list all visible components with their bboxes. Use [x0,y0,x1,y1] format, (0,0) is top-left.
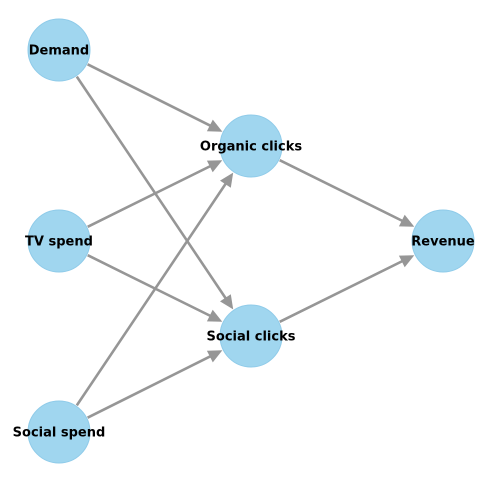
node-circle [219,304,283,368]
node-label: Social clicks [207,330,296,345]
node-label: Social spend [13,426,106,441]
node-label: Revenue [411,235,475,250]
node-revenue: Revenue [411,209,475,273]
arrowhead-icon [206,309,223,322]
arrowhead-icon [398,255,415,268]
edge-demand-to-organic_clicks [87,63,223,132]
edge-demand-to-social_clicks [75,75,234,310]
node-demand: Demand [27,18,91,82]
arrowhead-icon [206,119,223,132]
node-circle [411,209,475,273]
edge-line [87,164,213,228]
arrowhead-icon [206,160,223,173]
node-label: Demand [29,44,90,59]
edge-line [75,181,228,407]
arrowhead-icon [220,172,234,188]
node-social-spend: Social spend [13,400,106,464]
node-tv-spend: TV spend [25,209,93,273]
edge-social_clicks-to-revenue [279,255,415,323]
arrowhead-icon [398,214,415,227]
edge-tv_spend-to-organic_clicks [87,160,223,228]
arrowhead-icon [206,350,223,363]
edge-line [279,259,405,323]
node-circle [27,400,91,464]
node-label: TV spend [25,235,93,250]
edge-organic_clicks-to-revenue [279,159,415,227]
node-label: Organic clicks [200,140,302,155]
edge-social_spend-to-social_clicks [87,350,223,419]
edge-line [75,75,228,301]
arrowhead-icon [220,294,234,310]
edge-line [87,63,213,128]
edge-line [279,159,405,223]
node-organic-clicks: Organic clicks [200,114,302,178]
edge-tv_spend-to-social_clicks [87,254,223,322]
edge-line [87,254,213,318]
node-social-clicks: Social clicks [207,304,296,368]
node-circle [27,209,91,273]
edges-layer [75,63,415,419]
node-circle [27,18,91,82]
node-circle [219,114,283,178]
edge-line [87,354,213,419]
edge-social_spend-to-organic_clicks [75,172,234,407]
